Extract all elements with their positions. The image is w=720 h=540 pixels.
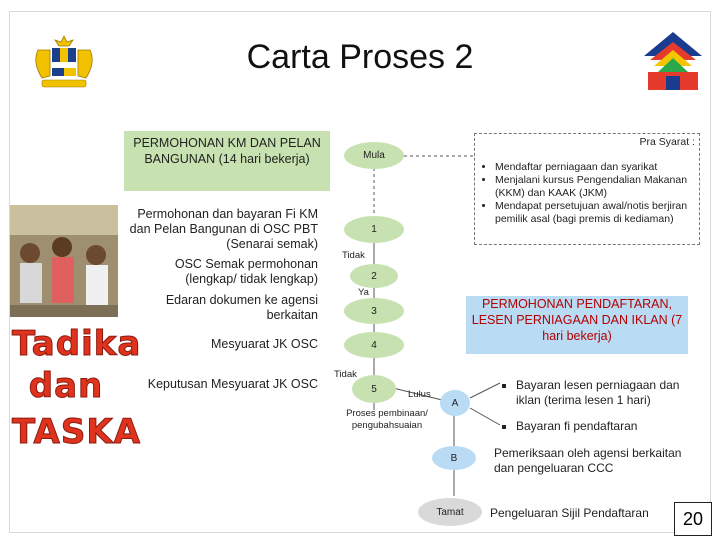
step2-node: 2 [350,264,398,288]
taska-text: TASKA [12,412,142,453]
step1-node: 1 [344,216,404,243]
pra-syarat-heading: Pra Syarat : [639,136,695,148]
permohonan-pendaftaran-box: PERMOHONAN PENDAFTARAN, LESEN PERNIAGAAN… [466,296,688,354]
step2-label: OSC Semak permohonan (lengkap/ tidak len… [174,257,318,286]
malaysia-coat-of-arms-logo [35,35,93,88]
bayaran-fi-item: Bayaran fi pendaftaran [516,419,702,434]
tamat-node: Tamat [418,498,482,526]
step3-label: Edaran dokumen ke agensi berkaitan [165,293,318,322]
bayaran-lesen-list: Bayaran lesen perniagaan dan iklan (teri… [502,378,702,408]
step1-label: Permohonan dan bayaran Fi KM dan Pelan B… [129,207,318,251]
ya-label: Ya [358,287,369,298]
pra-syarat-item: Mendaftar perniagaan dan syarikat [495,161,695,174]
tidak-label-2: Tidak [334,369,357,380]
children-photo [10,205,118,317]
b-node: B [432,446,476,470]
pra-syarat-item: Menjalani kursus Pengendalian Makanan (K… [495,174,695,200]
a-node: A [440,390,470,416]
bayaran-lesen-item: Bayaran lesen perniagaan dan iklan (teri… [516,378,702,408]
proses-pembinaan-label: Proses pembinaan/ pengubahsuaian [346,408,428,431]
mula-node: Mula [344,142,404,169]
pra-syarat-list: Mendaftar perniagaan dan syarikat Menjal… [481,161,695,226]
step3-node: 3 [344,298,404,324]
page-number: 20 [674,502,712,536]
tadika-text: Tadika [12,324,142,365]
housing-logo [644,32,702,90]
slide-title: Carta Proses 2 [246,38,474,76]
pengeluaran-note: Pengeluaran Sijil Pendaftaran [490,506,649,520]
dan-text: dan [28,366,104,407]
step5-label: Keputusan Mesyuarat JK OSC [147,377,318,391]
step4-node: 4 [344,332,404,358]
lulus-label: Lulus [408,389,431,400]
pra-syarat-item: Mendapat persetujuan awal/notis berjiran… [495,200,695,226]
permohonan-km-box: PERMOHONAN KM DAN PELAN BANGUNAN (14 har… [124,131,330,191]
pra-syarat-panel: Pra Syarat : Mendaftar perniagaan dan sy… [474,133,700,245]
step4-label: Mesyuarat JK OSC [211,337,318,351]
bayaran-fi-list: Bayaran fi pendaftaran [502,419,702,434]
tidak-label-1: Tidak [342,250,365,261]
step5-node: 5 [352,375,396,403]
bayaran-lesen-note: Bayaran lesen perniagaan dan iklan (teri… [502,378,702,408]
bayaran-fi-note: Bayaran fi pendaftaran [502,419,702,434]
pemeriksaan-note: Pemeriksaan oleh agensi berkaitan dan pe… [494,446,682,475]
